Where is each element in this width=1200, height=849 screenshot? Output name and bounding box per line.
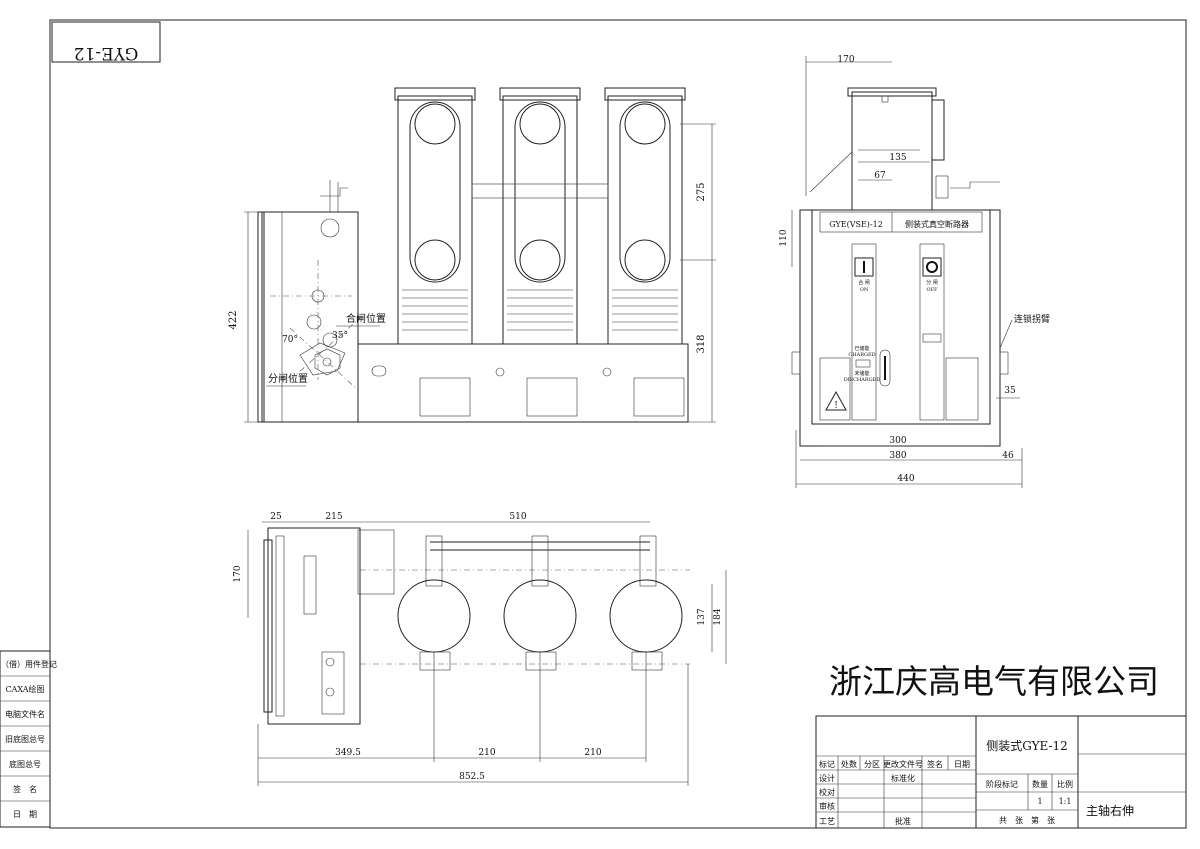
top-view: 25 215 510 170 137 184 349.5 210 210 852… (233, 512, 727, 786)
left-side-table: 通（借）用件登记 CAXA绘图 电脑文件名 旧底图总号 底图总号 签 名 日 期 (0, 650, 57, 828)
dim-67: 67 (874, 171, 886, 181)
tb-role: 工艺 (819, 817, 835, 826)
side-label: 通（借）用件登记 (0, 659, 57, 669)
dim-46: 46 (1002, 451, 1014, 461)
dim-210-a: 210 (478, 748, 495, 758)
label-connecting-arm: 连锁拐臂 (1014, 313, 1050, 325)
side-label: 签 名 (13, 784, 37, 794)
dim-135: 135 (889, 153, 906, 163)
dim-110: 110 (779, 229, 789, 246)
angle-b: 35° (332, 331, 348, 341)
dim-380: 380 (889, 451, 906, 461)
tb-header: 分区 (864, 760, 880, 769)
open-label-en: OFF (926, 287, 938, 293)
dim-215: 215 (325, 512, 342, 522)
dim-422: 422 (228, 310, 239, 329)
close-label-en: ON (860, 287, 869, 293)
tb-sheets: 共 张 第 张 (999, 815, 1055, 825)
tb-header: 更改文件号 (883, 759, 923, 769)
front-view: 422 275 318 合闸位置 分闸位置 70° 35° (228, 87, 716, 423)
spring-discharged: 未储能 (854, 370, 869, 377)
drawing-subtitle: 主轴右伸 (1086, 803, 1134, 818)
dim-275: 275 (696, 182, 707, 201)
panel-model: GYE(VSE)-12 (829, 220, 883, 229)
dim-510: 510 (509, 512, 526, 522)
dim-top-170: 170 (233, 565, 243, 582)
side-label: CAXA绘图 (5, 684, 44, 694)
dim-300: 300 (889, 436, 906, 446)
warning-icon: ! (834, 401, 838, 411)
dim-170: 170 (837, 55, 854, 65)
drawing-frame (49, 19, 1187, 829)
dim-35: 35 (1004, 386, 1016, 396)
tb-ratio: 比例 (1057, 779, 1073, 789)
pole-2 (499, 87, 581, 345)
tb-ratio-value: 1:1 (1059, 797, 1072, 806)
angle-a: 70° (282, 335, 298, 345)
open-label: 分 闸 (926, 279, 938, 286)
label-close-position: 合闸位置 (346, 312, 386, 325)
dim-852-5: 852.5 (459, 772, 485, 782)
side-label: 电脑文件名 (5, 709, 45, 719)
spring-discharged-en: DISCHARGED (844, 377, 881, 383)
tb-header: 处数 (841, 759, 857, 769)
tb-role: 审核 (819, 801, 835, 811)
tb-approve: 批准 (895, 816, 911, 826)
product-title: 侧装式GYE-12 (986, 739, 1068, 753)
side-label: 底图总号 (9, 759, 41, 769)
dim-349-5: 349.5 (335, 748, 361, 758)
side-view: GYE(VSE)-12 侧装式真空断路器 合 闸 ON 分 闸 OFF 已储能 … (779, 55, 1050, 488)
spring-charged-en: CHARGED (848, 352, 875, 358)
dim-184: 184 (713, 608, 723, 625)
dim-137: 137 (697, 608, 707, 625)
tb-stage-mark: 阶段标记 (986, 779, 1018, 789)
panel-name: 侧装式真空断路器 (905, 219, 969, 229)
close-label: 合 闸 (858, 279, 870, 286)
tb-role: 设计 (819, 773, 835, 783)
code-text: GYE-12 (74, 43, 139, 63)
company-name: 浙江庆高电气有限公司 (829, 662, 1159, 701)
code-box: GYE-12 (51, 21, 161, 63)
pole-1 (394, 87, 476, 345)
pole-3 (604, 87, 686, 345)
tb-header: 签名 (927, 759, 943, 769)
tb-header: 日期 (954, 760, 970, 769)
side-label: 日 期 (13, 810, 37, 819)
dim-440: 440 (897, 474, 914, 484)
tb-quantity-value: 1 (1037, 797, 1042, 806)
dim-210-b: 210 (584, 748, 601, 758)
tb-role: 校对 (819, 787, 835, 797)
tb-quantity: 数量 (1032, 779, 1048, 789)
spring-charged: 已储能 (854, 345, 869, 352)
side-label: 旧底图总号 (5, 734, 45, 744)
label-open-position: 分闸位置 (268, 372, 308, 385)
tb-standardize: 标准化 (891, 773, 915, 783)
dim-318: 318 (696, 334, 707, 353)
title-block: 标记 处数 分区 更改文件号 签名 日期 设计 校对 审核 工艺 标准化 批准 … (815, 715, 1187, 829)
tb-header: 标记 (819, 759, 835, 769)
dim-25: 25 (270, 512, 282, 522)
